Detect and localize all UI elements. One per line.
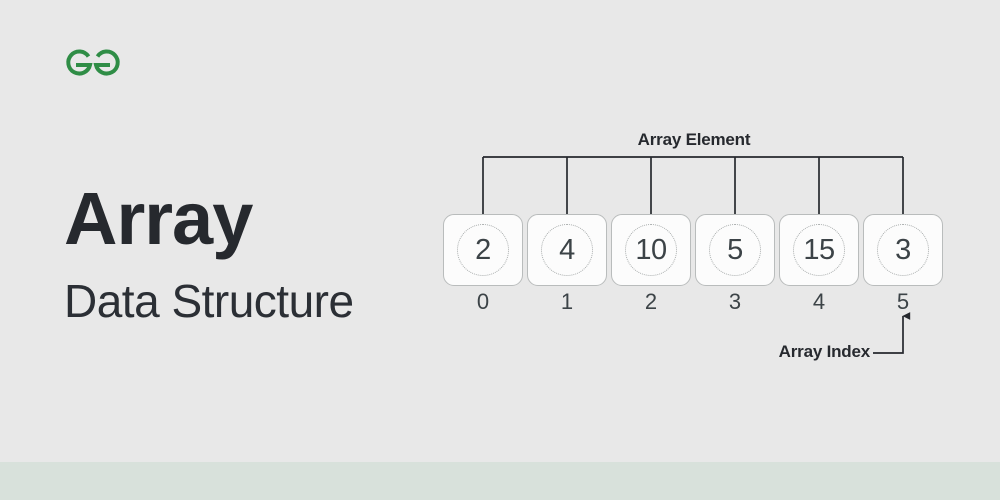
cell-value: 4 <box>559 233 575 266</box>
cell-value: 3 <box>895 233 911 266</box>
array-cell[interactable]: 10 <box>611 214 691 286</box>
index-label: 1 <box>560 289 574 314</box>
array-cell[interactable]: 3 <box>863 214 943 286</box>
array-element-annotation: Array Element <box>637 130 751 149</box>
title-block: Array Data Structure <box>64 177 444 327</box>
cell-value: 2 <box>475 233 491 266</box>
index-label: 4 <box>812 289 826 314</box>
cell-value: 10 <box>635 233 667 266</box>
cell-ring-icon <box>625 224 677 276</box>
array-cell[interactable]: 2 <box>443 214 523 286</box>
cell-ring-icon <box>541 224 593 276</box>
page-title: Array <box>64 177 253 260</box>
array-cell[interactable]: 4 <box>527 214 607 286</box>
cell-value: 15 <box>803 233 835 266</box>
footer-strip <box>0 462 1000 500</box>
array-cell[interactable]: 15 <box>779 214 859 286</box>
cell-ring-icon <box>457 224 509 276</box>
cell-ring-icon <box>709 224 761 276</box>
index-label: 2 <box>644 289 658 314</box>
array-index-row: 0 1 2 3 4 5 <box>443 289 943 315</box>
array-index-annotation: Array Index <box>778 342 871 361</box>
cell-ring-icon <box>877 224 929 276</box>
array-cells: 2 4 10 5 15 3 <box>443 214 943 286</box>
page-subtitle: Data Structure <box>64 275 354 327</box>
index-elbow-line <box>873 312 911 354</box>
index-label: 3 <box>728 289 742 314</box>
index-label: 0 <box>476 289 490 314</box>
geeksforgeeks-logo <box>62 48 124 82</box>
index-label: 5 <box>896 289 910 314</box>
array-cell[interactable]: 5 <box>695 214 775 286</box>
cell-ring-icon <box>793 224 845 276</box>
cell-value: 5 <box>727 233 743 266</box>
